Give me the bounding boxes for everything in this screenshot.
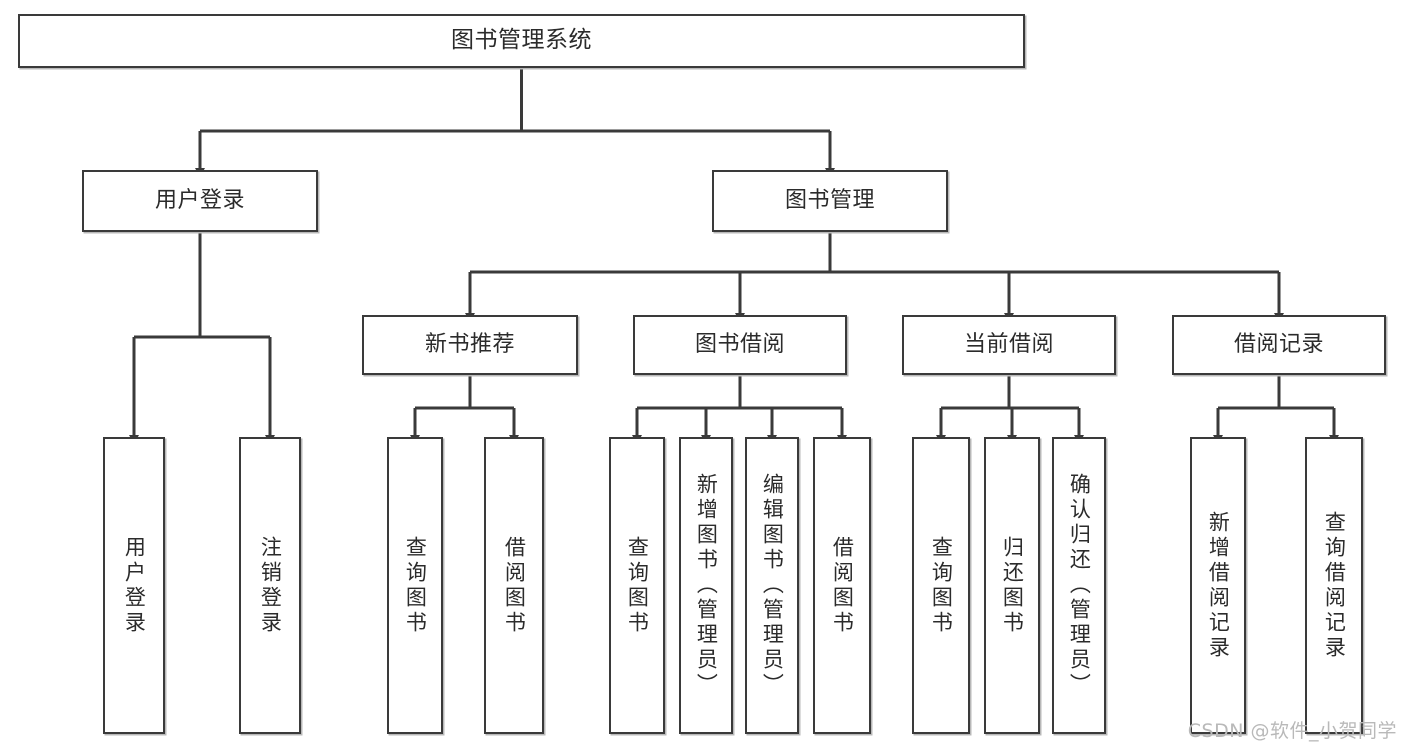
node-label: 用户登录 (154, 188, 245, 214)
node-label: 查询图书 (929, 535, 954, 636)
node-label: 注销登录 (258, 535, 283, 636)
node-l-logout[interactable]: 注销登录 (239, 437, 301, 734)
node-l-addrec[interactable]: 新增借阅记录 (1190, 437, 1246, 734)
node-l-query3[interactable]: 查询图书 (912, 437, 970, 734)
node-label: 图书管理系统 (451, 27, 592, 54)
node-l-query1[interactable]: 查询图书 (387, 437, 443, 734)
node-current[interactable]: 当前借阅 (902, 315, 1116, 375)
node-l-return[interactable]: 归还图书 (984, 437, 1040, 734)
node-label: 新书推荐 (424, 332, 515, 358)
node-l-edit[interactable]: 编辑图书（管理员） (745, 437, 799, 734)
node-label: 查询图书 (403, 535, 428, 636)
node-label: 图书借阅 (694, 332, 785, 358)
node-label: 编辑图书（管理员） (760, 473, 785, 698)
watermark-text: CSDN @软件_小贺同学 (1187, 720, 1397, 742)
node-label: 用户登录 (122, 535, 147, 636)
node-newbook[interactable]: 新书推荐 (362, 315, 578, 375)
node-login[interactable]: 用户登录 (82, 170, 318, 232)
node-label: 新增借阅记录 (1206, 510, 1231, 661)
connector-group (129, 68, 1339, 444)
node-label: 确认归还（管理员） (1067, 473, 1092, 698)
node-bookmgmt[interactable]: 图书管理 (712, 170, 948, 232)
node-label: 图书管理 (784, 188, 875, 214)
node-l-add[interactable]: 新增图书（管理员） (679, 437, 733, 734)
node-l-login[interactable]: 用户登录 (103, 437, 165, 734)
node-label: 新增图书（管理员） (694, 473, 719, 698)
node-label: 借阅记录 (1233, 332, 1324, 358)
node-l-query2[interactable]: 查询图书 (609, 437, 665, 734)
node-label: 借阅图书 (830, 535, 855, 636)
node-label: 当前借阅 (963, 332, 1054, 358)
node-root[interactable]: 图书管理系统 (18, 14, 1025, 68)
node-label: 归还图书 (1000, 535, 1025, 636)
node-label: 查询图书 (625, 535, 650, 636)
node-borrow[interactable]: 图书借阅 (633, 315, 847, 375)
node-label: 借阅图书 (502, 535, 527, 636)
node-records[interactable]: 借阅记录 (1172, 315, 1386, 375)
node-label: 查询借阅记录 (1322, 510, 1347, 661)
node-l-borrow1[interactable]: 借阅图书 (484, 437, 544, 734)
node-l-borrow2[interactable]: 借阅图书 (813, 437, 871, 734)
node-l-queryrec[interactable]: 查询借阅记录 (1305, 437, 1363, 734)
node-l-confirm[interactable]: 确认归还（管理员） (1052, 437, 1106, 734)
